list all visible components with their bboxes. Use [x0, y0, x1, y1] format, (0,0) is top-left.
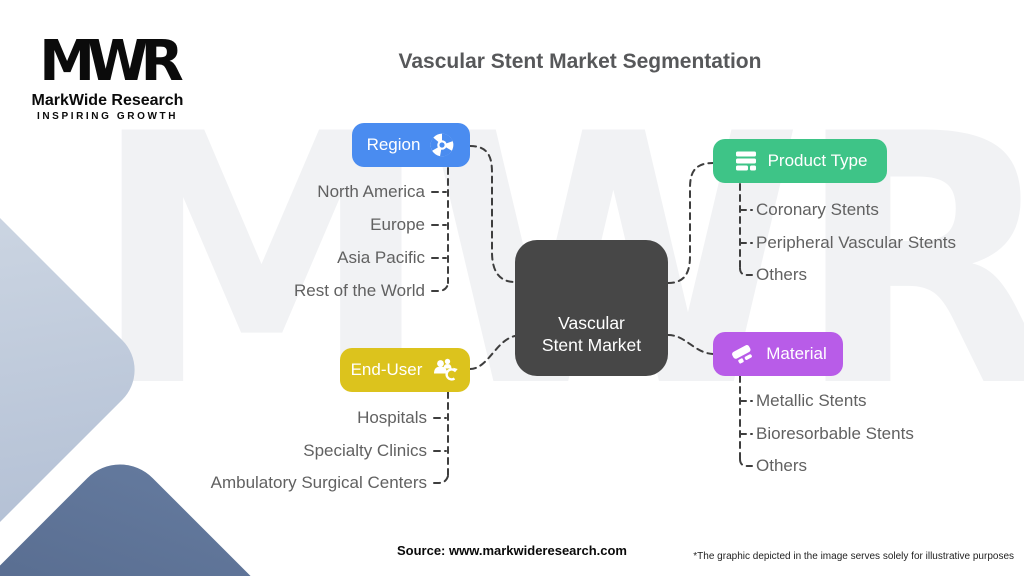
connector-enduser-list [433, 391, 449, 484]
source-text: Source: www.markwideresearch.com [396, 543, 627, 558]
table-icon [733, 149, 759, 173]
list-item-material: Metallic Stents [756, 391, 867, 410]
branch-region-label: Region [366, 135, 421, 154]
connector-material-center [667, 334, 714, 355]
list-item-region: Rest of the World [293, 281, 425, 300]
list-item-product-type: Coronary Stents [756, 200, 879, 219]
list-item-product-type: Others [756, 265, 808, 284]
users-refresh-icon [431, 357, 459, 383]
list-item-region: North America [317, 182, 425, 201]
center-node-line2: Stent Market [541, 335, 642, 355]
globe-icon [429, 132, 455, 158]
paint-roller-icon [729, 340, 757, 368]
markwide-logo: MWR MarkWide Research INSPIRING GROWTH [30, 29, 185, 123]
branch-material-label: Material [766, 344, 827, 363]
branch-region-node: Region [352, 123, 470, 167]
branch-end-user-node: End-User [340, 348, 470, 392]
list-item-end-user: Hospitals [357, 408, 427, 427]
list-item-product-type: Peripheral Vascular Stents [756, 233, 957, 252]
list-item-material: Bioresorbable Stents [756, 424, 914, 443]
connector-region-list [431, 167, 449, 292]
logo-tagline: INSPIRING GROWTH [36, 111, 179, 122]
connector-product-center [667, 162, 714, 284]
branch-product-type-node: Product Type [713, 139, 887, 183]
branch-end-user-label: End-User [350, 360, 423, 379]
center-node-vascular-stent-market: Vascular Stent Market [515, 240, 668, 376]
branch-material-node: Material [713, 332, 843, 376]
connector-region-center [469, 145, 516, 283]
list-item-end-user: Specialty Clinics [303, 441, 427, 460]
list-item-region: Europe [370, 215, 425, 234]
center-node-line1: Vascular [558, 313, 625, 333]
connector-product-list [739, 183, 753, 276]
connector-material-list [739, 375, 753, 467]
disclaimer-text: *The graphic depicted in the image serve… [693, 551, 1014, 562]
logo-acronym: MWR [39, 29, 184, 94]
list-item-material: Others [756, 456, 808, 475]
branch-product-type-label: Product Type [767, 151, 868, 170]
connector-enduser-center [469, 335, 516, 370]
list-item-region: Asia Pacific [337, 248, 425, 267]
page-title: Vascular Stent Market Segmentation [398, 50, 762, 73]
list-item-end-user: Ambulatory Surgical Centers [210, 473, 427, 492]
logo-name: MarkWide Research [31, 92, 184, 109]
